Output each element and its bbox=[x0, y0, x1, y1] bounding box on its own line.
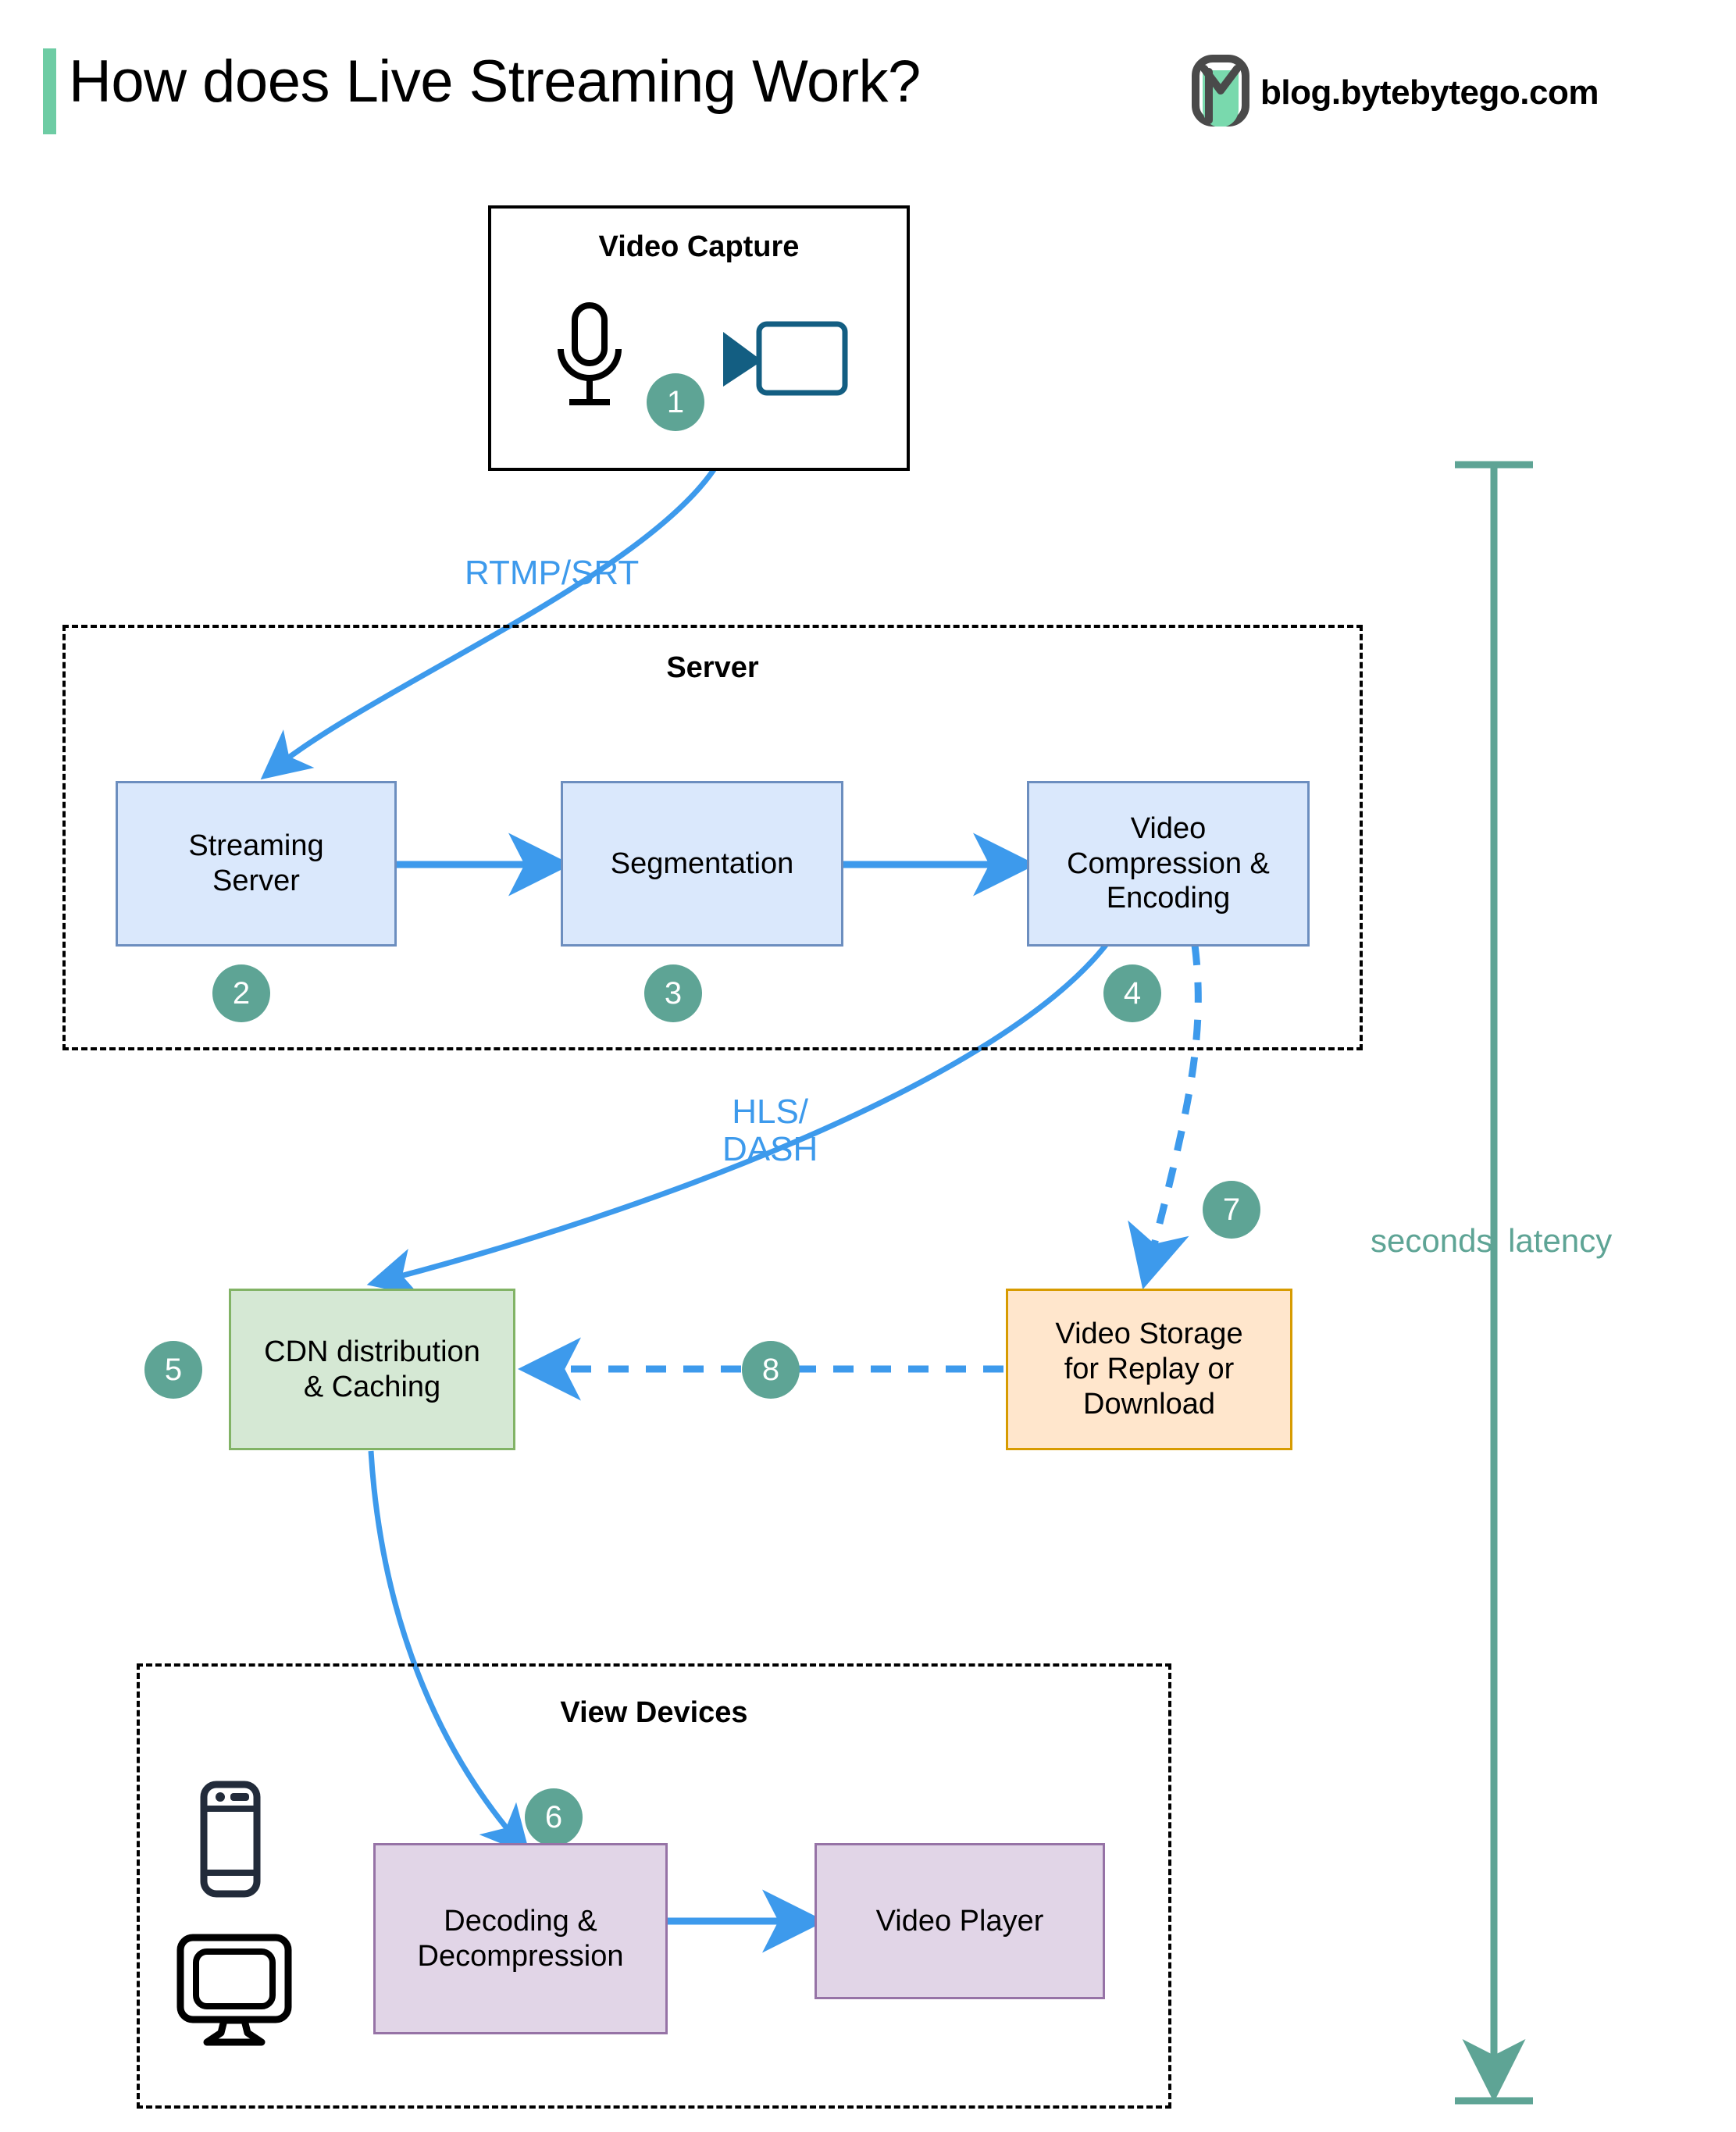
node-video-player-label: Video Player bbox=[875, 1904, 1044, 1938]
node-streaming-server-label: Streaming Server bbox=[188, 829, 324, 897]
step-badge-1: 1 bbox=[647, 373, 704, 431]
step-badge-6: 6 bbox=[525, 1788, 583, 1846]
node-video-storage-label: Video Storage for Replay or Download bbox=[1055, 1317, 1243, 1421]
node-video-compression[interactable]: Video Compression & Encoding bbox=[1027, 781, 1310, 947]
view-devices-title: View Devices bbox=[560, 1696, 748, 1729]
title-accent-bar bbox=[43, 48, 56, 134]
step-badge-5: 5 bbox=[144, 1341, 202, 1399]
step-badge-3: 3 bbox=[644, 964, 702, 1022]
node-streaming-server[interactable]: Streaming Server bbox=[116, 781, 397, 947]
step-badge-8: 8 bbox=[742, 1341, 800, 1399]
node-segmentation[interactable]: Segmentation bbox=[561, 781, 843, 947]
node-video-player[interactable]: Video Player bbox=[815, 1843, 1105, 1999]
step-badge-4: 4 bbox=[1103, 964, 1161, 1022]
node-video-compression-label: Video Compression & Encoding bbox=[1067, 811, 1270, 915]
video-camera-icon bbox=[718, 316, 851, 406]
latency-label: seconds' latency bbox=[1371, 1222, 1613, 1259]
node-cdn-distribution[interactable]: CDN distribution & Caching bbox=[229, 1289, 515, 1450]
bytebytego-logo-icon bbox=[1192, 55, 1249, 130]
server-title: Server bbox=[666, 651, 759, 684]
page-title: How does Live Streaming Work? bbox=[69, 48, 921, 115]
desktop-monitor-icon bbox=[176, 1933, 293, 2050]
mobile-phone-icon bbox=[199, 1781, 262, 1902]
group-server: Server bbox=[62, 625, 1363, 1050]
node-cdn-distribution-label: CDN distribution & Caching bbox=[264, 1335, 480, 1403]
node-video-storage[interactable]: Video Storage for Replay or Download bbox=[1006, 1289, 1292, 1450]
brand-watermark: blog.bytebytego.com bbox=[1192, 55, 1599, 130]
brand-text: blog.bytebytego.com bbox=[1260, 73, 1599, 112]
edge-label-hls-dash: HLS/ DASH bbox=[722, 1093, 818, 1168]
edge-label-rtmp-srt: RTMP/SRT bbox=[465, 554, 640, 592]
video-capture-title: Video Capture bbox=[598, 230, 800, 263]
step-badge-7: 7 bbox=[1203, 1181, 1260, 1239]
node-decoding[interactable]: Decoding & Decompression bbox=[373, 1843, 668, 2034]
node-segmentation-label: Segmentation bbox=[610, 847, 794, 880]
group-view-devices: View Devices bbox=[137, 1663, 1171, 2109]
step-badge-2: 2 bbox=[212, 964, 270, 1022]
microphone-icon bbox=[547, 301, 633, 414]
node-decoding-label: Decoding & Decompression bbox=[417, 1904, 624, 1973]
